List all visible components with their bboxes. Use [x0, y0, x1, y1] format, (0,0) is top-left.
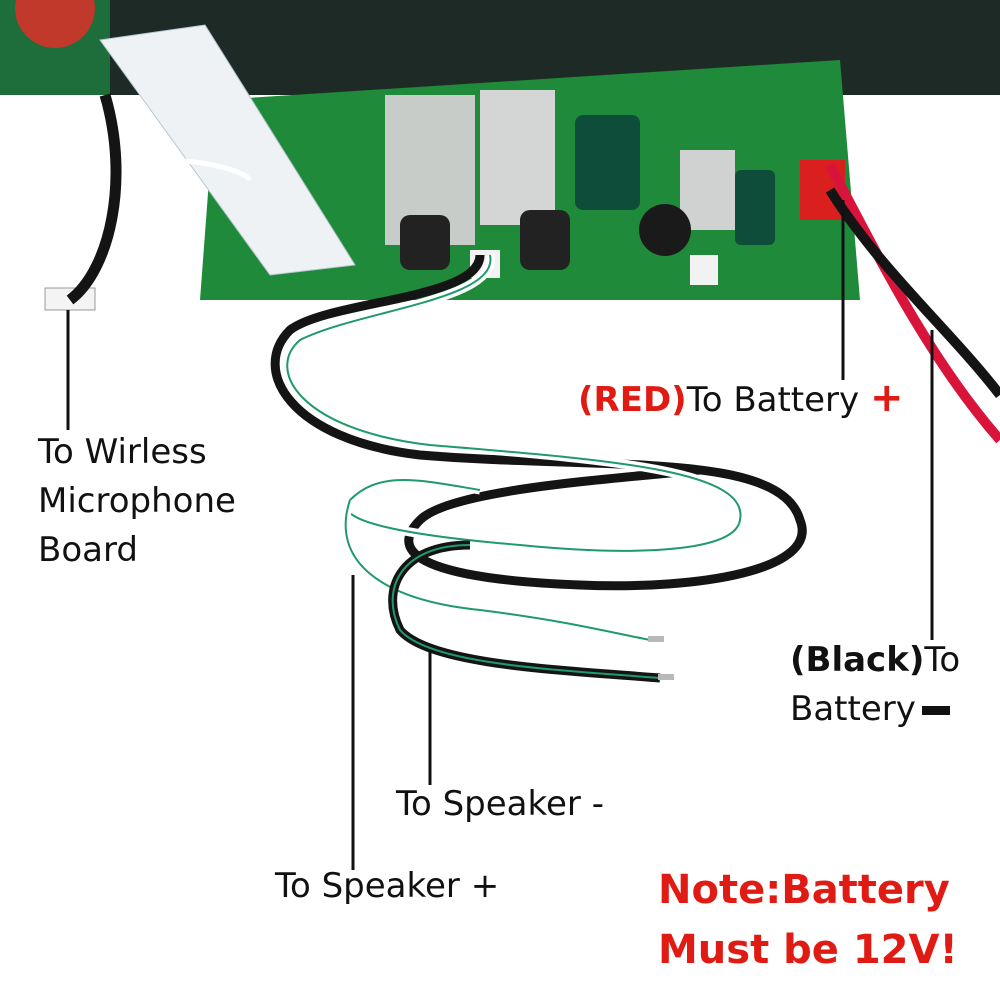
label-wireless-mic-line3: Board	[38, 530, 138, 570]
label-red-battery: (RED)To Battery +	[578, 374, 904, 425]
mic-cable-white	[123, 157, 253, 182]
battery-wire-black	[825, 187, 1000, 399]
ribbon-cable	[99, 24, 356, 276]
label-wireless-mic: To Wirless Microphone Board	[38, 428, 236, 575]
battery-wire-red	[825, 162, 1000, 444]
heatsink-right	[680, 150, 735, 230]
plus-icon: +	[869, 375, 904, 421]
enclosure-red-disc	[15, 0, 95, 48]
aux-connector	[690, 255, 718, 285]
inductor-right	[520, 210, 570, 270]
speaker-wire-black-loop	[270, 254, 807, 591]
speaker-minus-tip	[658, 674, 674, 680]
capacitor-large	[575, 115, 640, 210]
label-wireless-mic-line2: Microphone	[38, 481, 236, 521]
label-black-prefix: (Black)	[790, 640, 925, 680]
label-red-text: To Battery	[686, 380, 860, 420]
label-black-battery: (Black)To Battery	[790, 636, 960, 734]
capacitor-black	[639, 204, 691, 256]
label-red-prefix: (RED)	[578, 380, 687, 420]
label-black-text-2: Battery	[790, 689, 916, 729]
note-line-1: Note:Battery	[658, 867, 950, 913]
minus-icon	[921, 706, 950, 715]
label-speaker-minus: To Speaker -	[396, 784, 604, 824]
mic-cable-black	[66, 93, 122, 305]
speaker-plus-stripe	[344, 499, 651, 641]
note-line-2: Must be 12V!	[658, 927, 958, 973]
label-black-text-1: To	[924, 640, 961, 680]
speaker-minus-stripe	[391, 544, 661, 679]
inductor-left	[400, 215, 450, 270]
label-wireless-mic-line1: To Wirless	[38, 432, 207, 472]
capacitor-right	[735, 170, 775, 245]
label-speaker-plus: To Speaker +	[275, 866, 500, 906]
heatsink-middle	[480, 90, 555, 225]
speaker-plus-tip	[648, 636, 664, 642]
